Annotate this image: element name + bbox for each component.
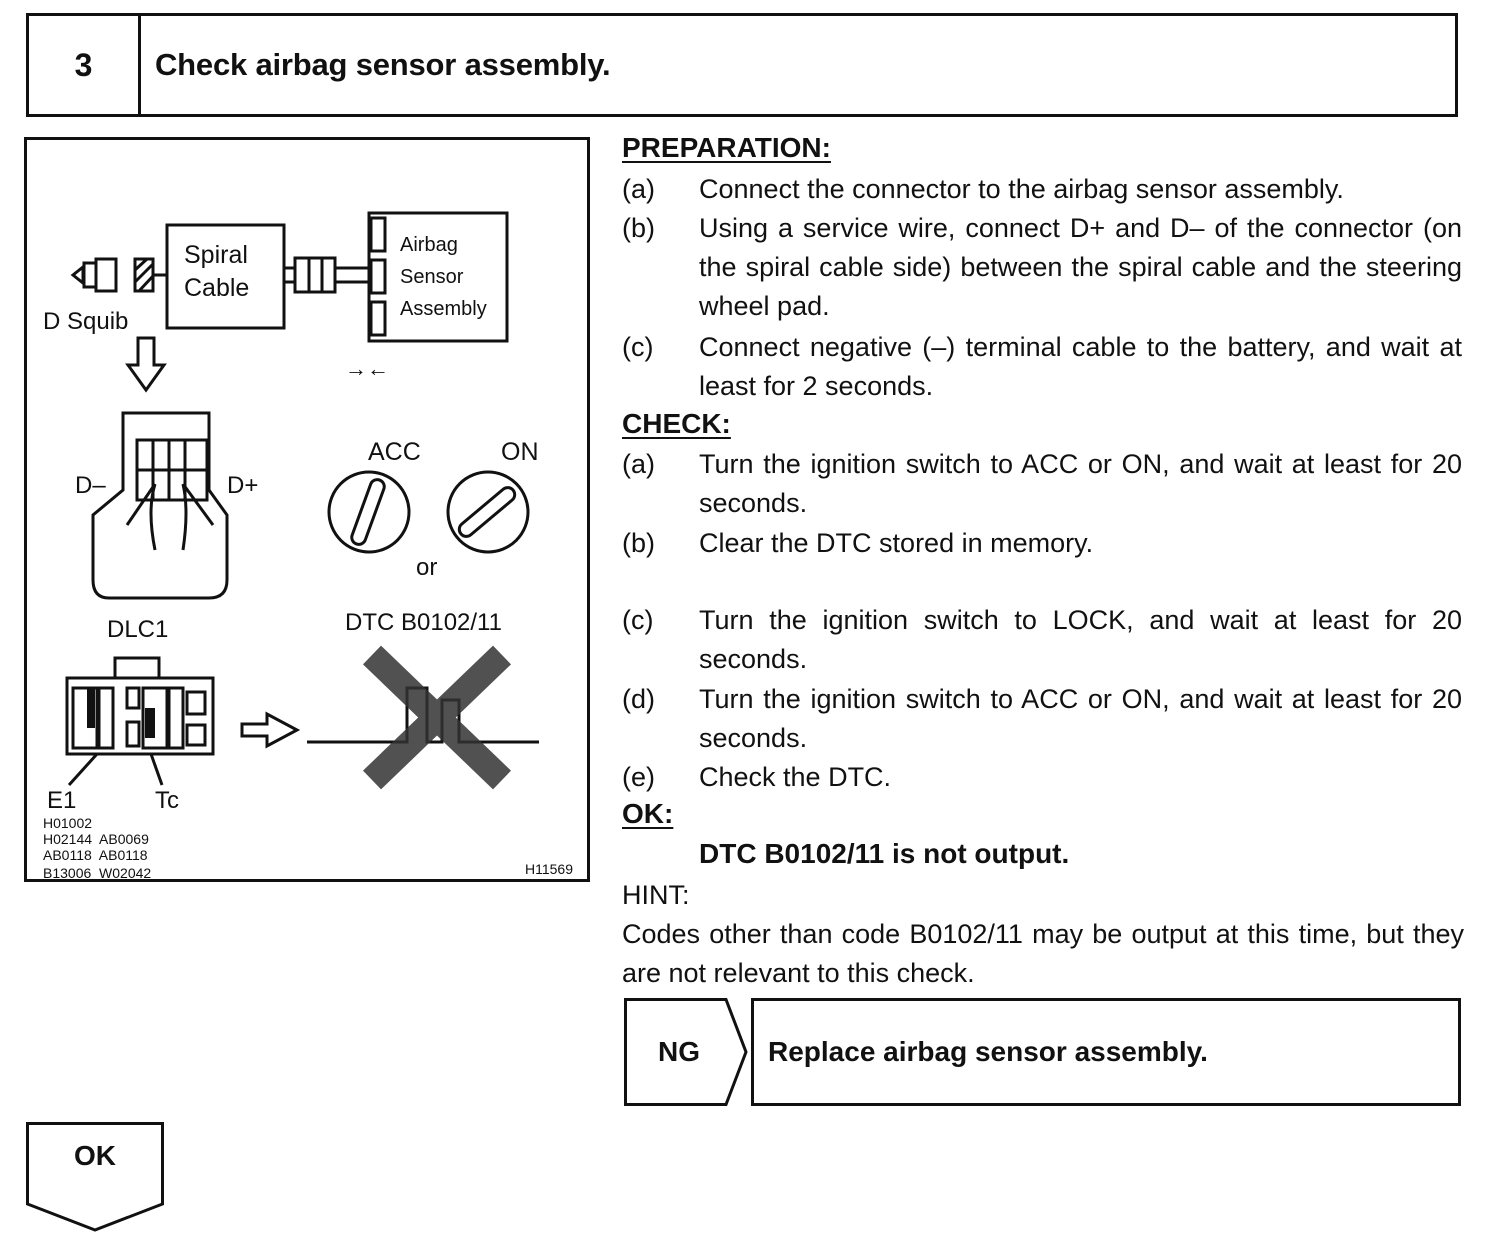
squib-connector-body	[94, 257, 118, 293]
dlc1-connector-icon	[65, 676, 215, 756]
d-minus-label: D–	[75, 472, 106, 499]
wiring-figure: Spiral Cable Airbag Sensor Assembly D Sq…	[24, 137, 590, 882]
hint-heading: HINT:	[622, 880, 690, 910]
airbag-sensor-box	[367, 211, 509, 343]
preparation-heading: PREPARATION:	[622, 132, 831, 163]
ref-code-2: H02144 AB0069	[43, 831, 149, 847]
right-arrow-icon	[240, 711, 301, 749]
arrows-label: →←	[345, 356, 389, 381]
airbag-label-2: Sensor	[400, 266, 464, 288]
down-arrow-icon	[125, 336, 167, 393]
airbag-label-1: Airbag	[400, 234, 458, 256]
ref-code-4: B13006 W02042	[43, 865, 151, 881]
dlc-d-connector-icon	[91, 411, 229, 600]
dlc1-label: DLC1	[107, 616, 168, 643]
acc-label: ACC	[368, 438, 421, 466]
squib-connector-icon	[82, 261, 98, 289]
figure-code: H11569	[525, 861, 573, 877]
x-mark-icon	[362, 645, 512, 790]
ng-label: NG	[658, 1036, 700, 1067]
e1-pin	[87, 688, 95, 728]
dtc-label: DTC B0102/11	[345, 609, 502, 636]
airbag-label-3: Assembly	[400, 298, 487, 320]
ref-code-1: H01002	[43, 815, 92, 831]
wiring-diagram: Spiral Cable Airbag Sensor Assembly D Sq…	[43, 211, 573, 881]
check-heading: CHECK:	[622, 408, 731, 439]
d-plus-label: D+	[227, 472, 258, 499]
tc-pin	[145, 708, 155, 738]
ignition-on-icon	[446, 470, 530, 554]
step-header: 3 Check airbag sensor assembly.	[26, 13, 1458, 117]
ok-flow-tag: OK	[26, 1122, 164, 1232]
step-number: 3	[29, 16, 141, 114]
spiral-label-1: Spiral	[184, 241, 248, 269]
on-label: ON	[501, 438, 539, 466]
ignition-acc-icon	[327, 470, 411, 554]
e1-label: E1	[47, 787, 76, 814]
spiral-cable-box	[165, 223, 286, 330]
squib-plug-icon	[70, 263, 85, 287]
ref-code-3: AB0118 AB0118	[43, 847, 148, 863]
tc-label: Tc	[155, 787, 179, 814]
or-label: or	[416, 554, 437, 581]
ok-heading: OK:	[622, 798, 674, 829]
step-title: Check airbag sensor assembly.	[155, 47, 611, 82]
ng-action: Replace airbag sensor assembly.	[751, 998, 1461, 1106]
dlc1-latch	[113, 656, 161, 680]
d-squib-label: D Squib	[43, 308, 128, 335]
ok-result: DTC B0102/11 is not output.	[699, 838, 1070, 869]
ng-tag: NG	[624, 998, 748, 1106]
hint-text: Codes other than code B0102/11 may be ou…	[622, 919, 1464, 988]
ok-flow-label: OK	[74, 1140, 116, 1171]
spiral-label-2: Cable	[184, 274, 249, 302]
